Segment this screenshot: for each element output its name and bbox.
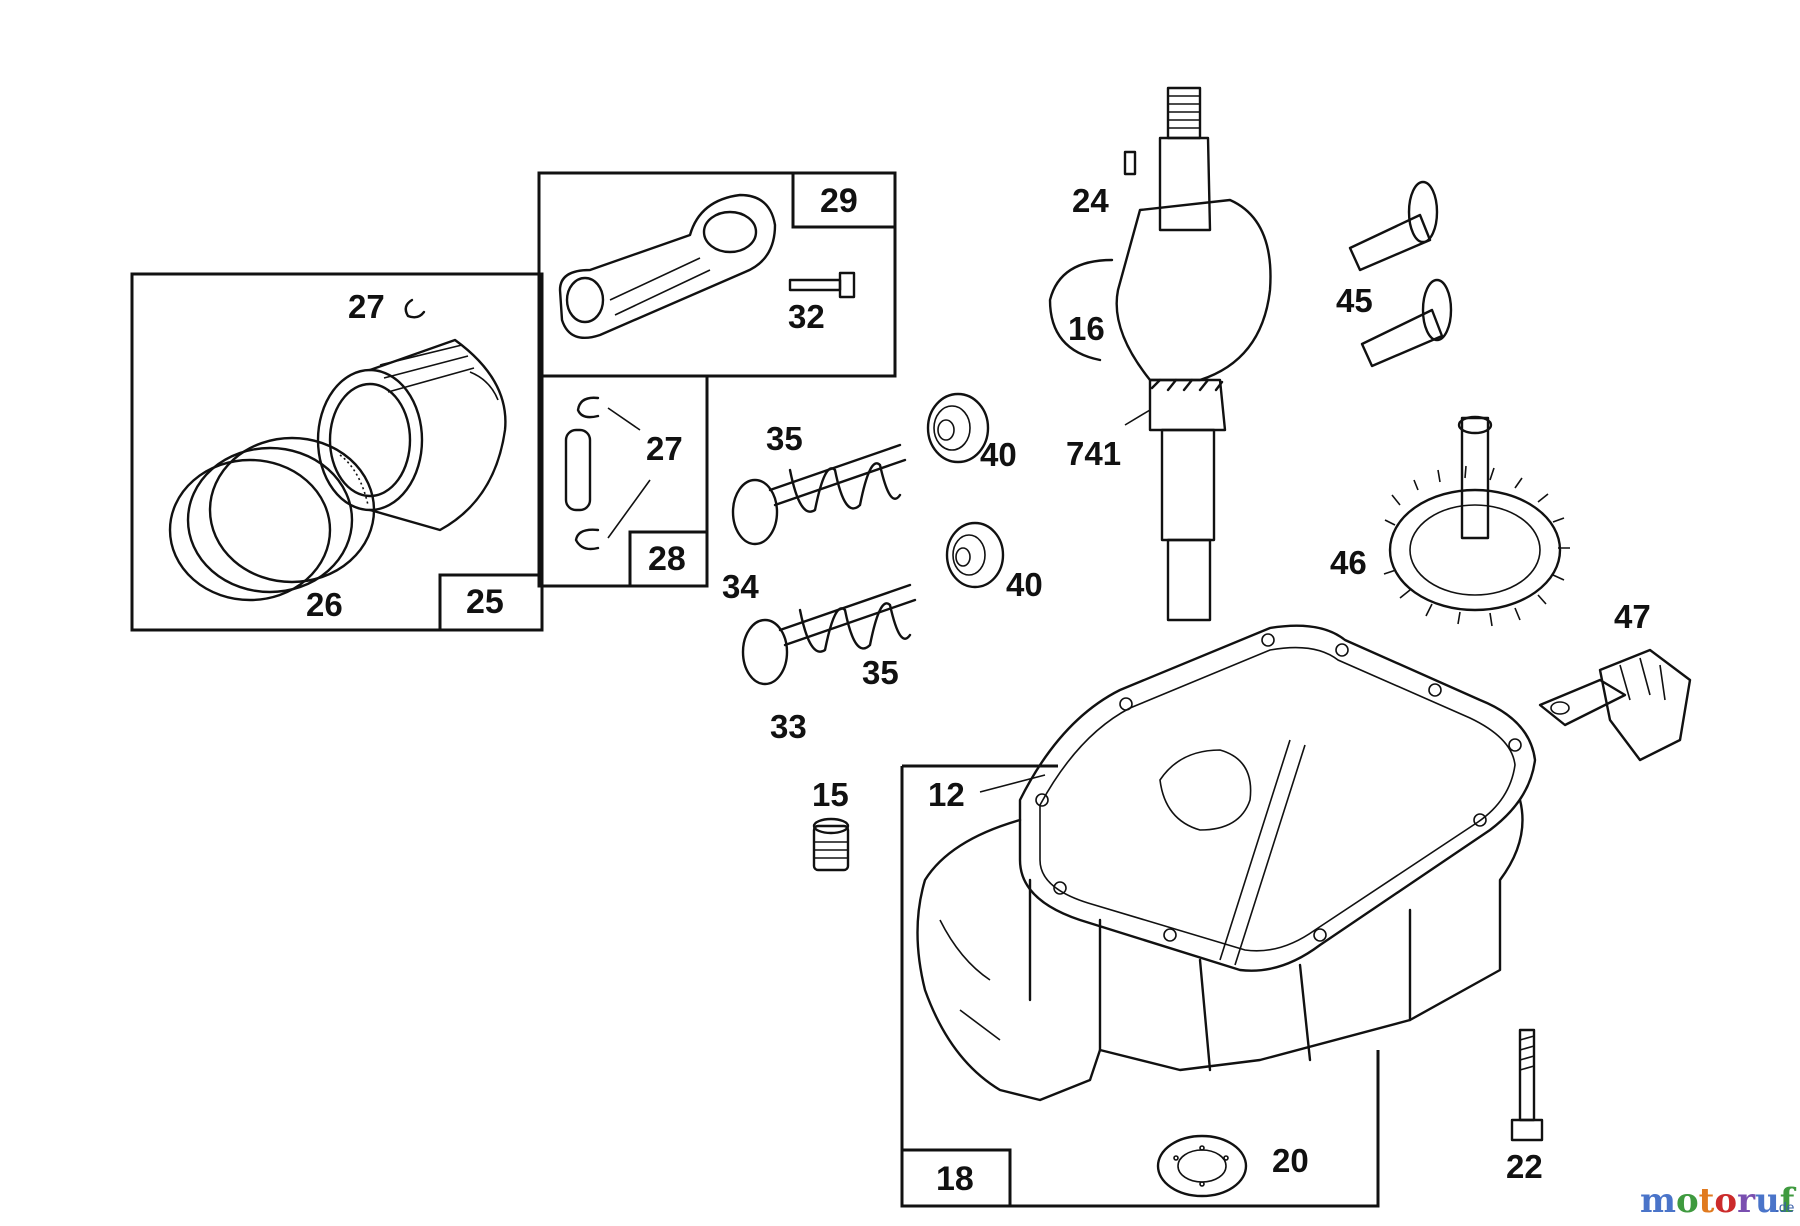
callout-34: 34 (722, 568, 759, 605)
callout-40-upper: 40 (980, 436, 1017, 473)
watermark-suffix: .de (1775, 1199, 1795, 1215)
box-28-tag (628, 530, 709, 588)
valve-assembly-lower (741, 583, 917, 686)
box-29-label: 29 (820, 182, 858, 220)
callout-16: 16 (1068, 310, 1105, 347)
callout-32: 32 (788, 298, 825, 335)
piston-assembly-group: 25 27 26 (130, 272, 544, 632)
tappet-upper-icon (1348, 180, 1439, 272)
sump-body-icon (916, 739, 1524, 1102)
box-28-label: 28 (648, 540, 686, 578)
rod-bolt-icon (788, 271, 856, 299)
box-18-tag (900, 1148, 1012, 1208)
callout-46: 46 (1330, 544, 1367, 581)
box-25-label: 25 (466, 583, 504, 621)
watermark-brand: motoruf (1640, 1181, 1797, 1221)
connecting-rod-icon (558, 193, 777, 340)
callout-15: 15 (812, 776, 849, 813)
callout-45: 45 (1336, 282, 1373, 319)
valve-head-upper-icon (731, 478, 779, 546)
valve-head-lower-icon (741, 618, 789, 686)
pin-clip-top-icon (576, 396, 600, 419)
tappet-lower-icon (1360, 278, 1453, 368)
oil-seal-icon (1156, 1134, 1248, 1198)
callout-20: 20 (1272, 1142, 1309, 1179)
piston-icon (316, 338, 507, 532)
callout-27-top: 27 (348, 288, 385, 325)
clip-ring-icon (404, 298, 426, 319)
drain-plug-icon (812, 817, 850, 872)
sump-bolt-icon (1510, 1028, 1544, 1142)
callout-741: 741 (1066, 435, 1121, 472)
box-18-label: 18 (936, 1160, 974, 1198)
callout-24: 24 (1072, 182, 1109, 219)
crank-key-icon (1123, 150, 1137, 176)
callout-27-box: 27 (646, 430, 683, 467)
pin-clip-bottom-icon (574, 528, 600, 551)
piston-pin-icon (564, 428, 592, 512)
callout-47: 47 (1614, 598, 1651, 635)
valve-spring-upper-icon (788, 462, 902, 513)
piston-rings-icon (168, 436, 376, 602)
valve-spring-lower-icon (798, 602, 912, 653)
callout-35-lower: 35 (862, 654, 899, 691)
camshaft-gear-icon (1383, 415, 1570, 627)
watermark-logo: motoruf .de (1640, 1181, 1797, 1221)
governor-icon (1538, 648, 1692, 762)
box-29-frame (537, 171, 897, 378)
sump-group: 18 12 (900, 624, 1537, 1208)
piston-pin-group: 28 27 (537, 374, 709, 588)
sump-gasket-icon (1018, 624, 1537, 972)
valve-assembly-upper (731, 443, 907, 546)
box-29-tag (791, 171, 897, 229)
valve-retainer-upper-icon (926, 392, 990, 464)
connecting-rod-group: 29 32 (537, 171, 897, 378)
crankshaft-icon (1048, 86, 1272, 622)
valve-retainer-lower-icon (945, 521, 1005, 589)
callout-33: 33 (770, 708, 807, 745)
box-28-frame (537, 374, 709, 588)
box-18-frame (900, 764, 1380, 1208)
box-25-tag (438, 573, 544, 632)
box-25-frame (130, 272, 544, 632)
callout-12: 12 (928, 776, 965, 813)
callout-35-upper: 35 (766, 420, 803, 457)
callout-40-lower: 40 (1006, 566, 1043, 603)
callout-26: 26 (306, 586, 343, 623)
callout-22: 22 (1506, 1148, 1543, 1185)
